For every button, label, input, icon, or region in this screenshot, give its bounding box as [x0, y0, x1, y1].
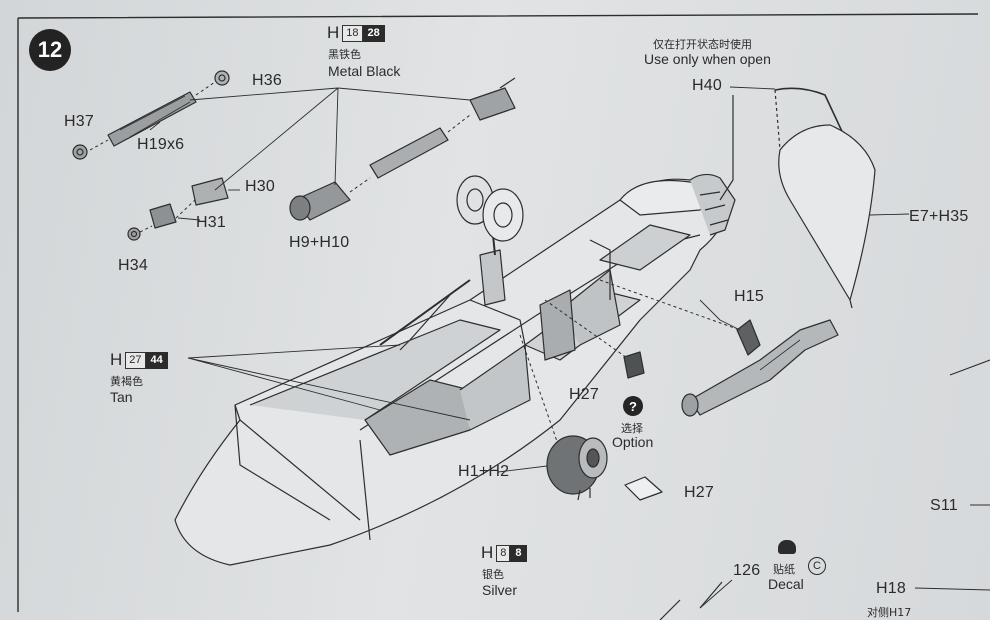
- decal-icon: [778, 540, 796, 554]
- part-label-h36: H36: [252, 72, 282, 89]
- note-opposite-cn: 对侧H17: [867, 606, 912, 619]
- paint-code-tan: H 27 44: [110, 350, 168, 370]
- paint-name-en: Metal Black: [328, 63, 401, 79]
- note-decal-cn: 贴纸: [773, 563, 795, 576]
- paint-code-b: 44: [145, 351, 168, 369]
- part-label-h18: H18: [876, 580, 906, 597]
- paint-code-a: 8: [496, 544, 511, 562]
- paint-name-cn: 黄褐色: [110, 375, 143, 388]
- paint-name-cn: 黑铁色: [328, 48, 361, 61]
- door-part: [778, 124, 876, 301]
- part-label-h27-b: H27: [684, 484, 714, 501]
- part-label-h19x6: H19x6: [137, 136, 185, 153]
- paint-letter: H: [110, 350, 123, 369]
- part-label-h34: H34: [118, 257, 148, 274]
- paint-code-a: 18: [342, 24, 363, 42]
- part-label-h31: H31: [196, 214, 226, 231]
- paint-code-b: 28: [362, 24, 385, 42]
- paint-code-b: 8: [510, 544, 527, 562]
- note-open-only-cn: 仅在打开状态时使用: [653, 38, 752, 51]
- part-label-h40: H40: [692, 77, 722, 94]
- part-label-s11: S11: [930, 497, 958, 514]
- copyright-circle-icon: C: [808, 557, 826, 575]
- note-option-cn: 选择: [621, 422, 643, 435]
- paint-name-en: Silver: [482, 582, 518, 598]
- paint-name-cn: 银色: [482, 568, 504, 581]
- part-label-h1-h2: H1+H2: [458, 463, 510, 480]
- fuselage-body: [174, 178, 727, 566]
- paint-code-a: 27: [125, 351, 146, 369]
- part-label-e7-h35: E7+H35: [909, 208, 969, 225]
- paint-name-en: Tan: [110, 389, 133, 405]
- paint-code-metal-black: H 18 28: [327, 23, 385, 43]
- part-label-h9-h10: H9+H10: [289, 234, 350, 251]
- paint-letter: H: [327, 23, 340, 42]
- part-label-h15: H15: [734, 288, 764, 305]
- step-number-badge: 12: [29, 29, 71, 71]
- paint-letter: H: [481, 543, 494, 562]
- part-label-126: 126: [733, 562, 761, 579]
- part-label-h37: H37: [64, 113, 94, 130]
- note-option-en: Option: [612, 434, 654, 450]
- question-icon: ?: [623, 396, 643, 416]
- note-open-only-en: Use only when open: [644, 51, 771, 67]
- part-label-h27-a: H27: [569, 386, 599, 403]
- note-decal-en: Decal: [768, 576, 804, 592]
- part-label-h30: H30: [245, 178, 275, 195]
- paint-code-silver: H 8 8: [481, 543, 527, 563]
